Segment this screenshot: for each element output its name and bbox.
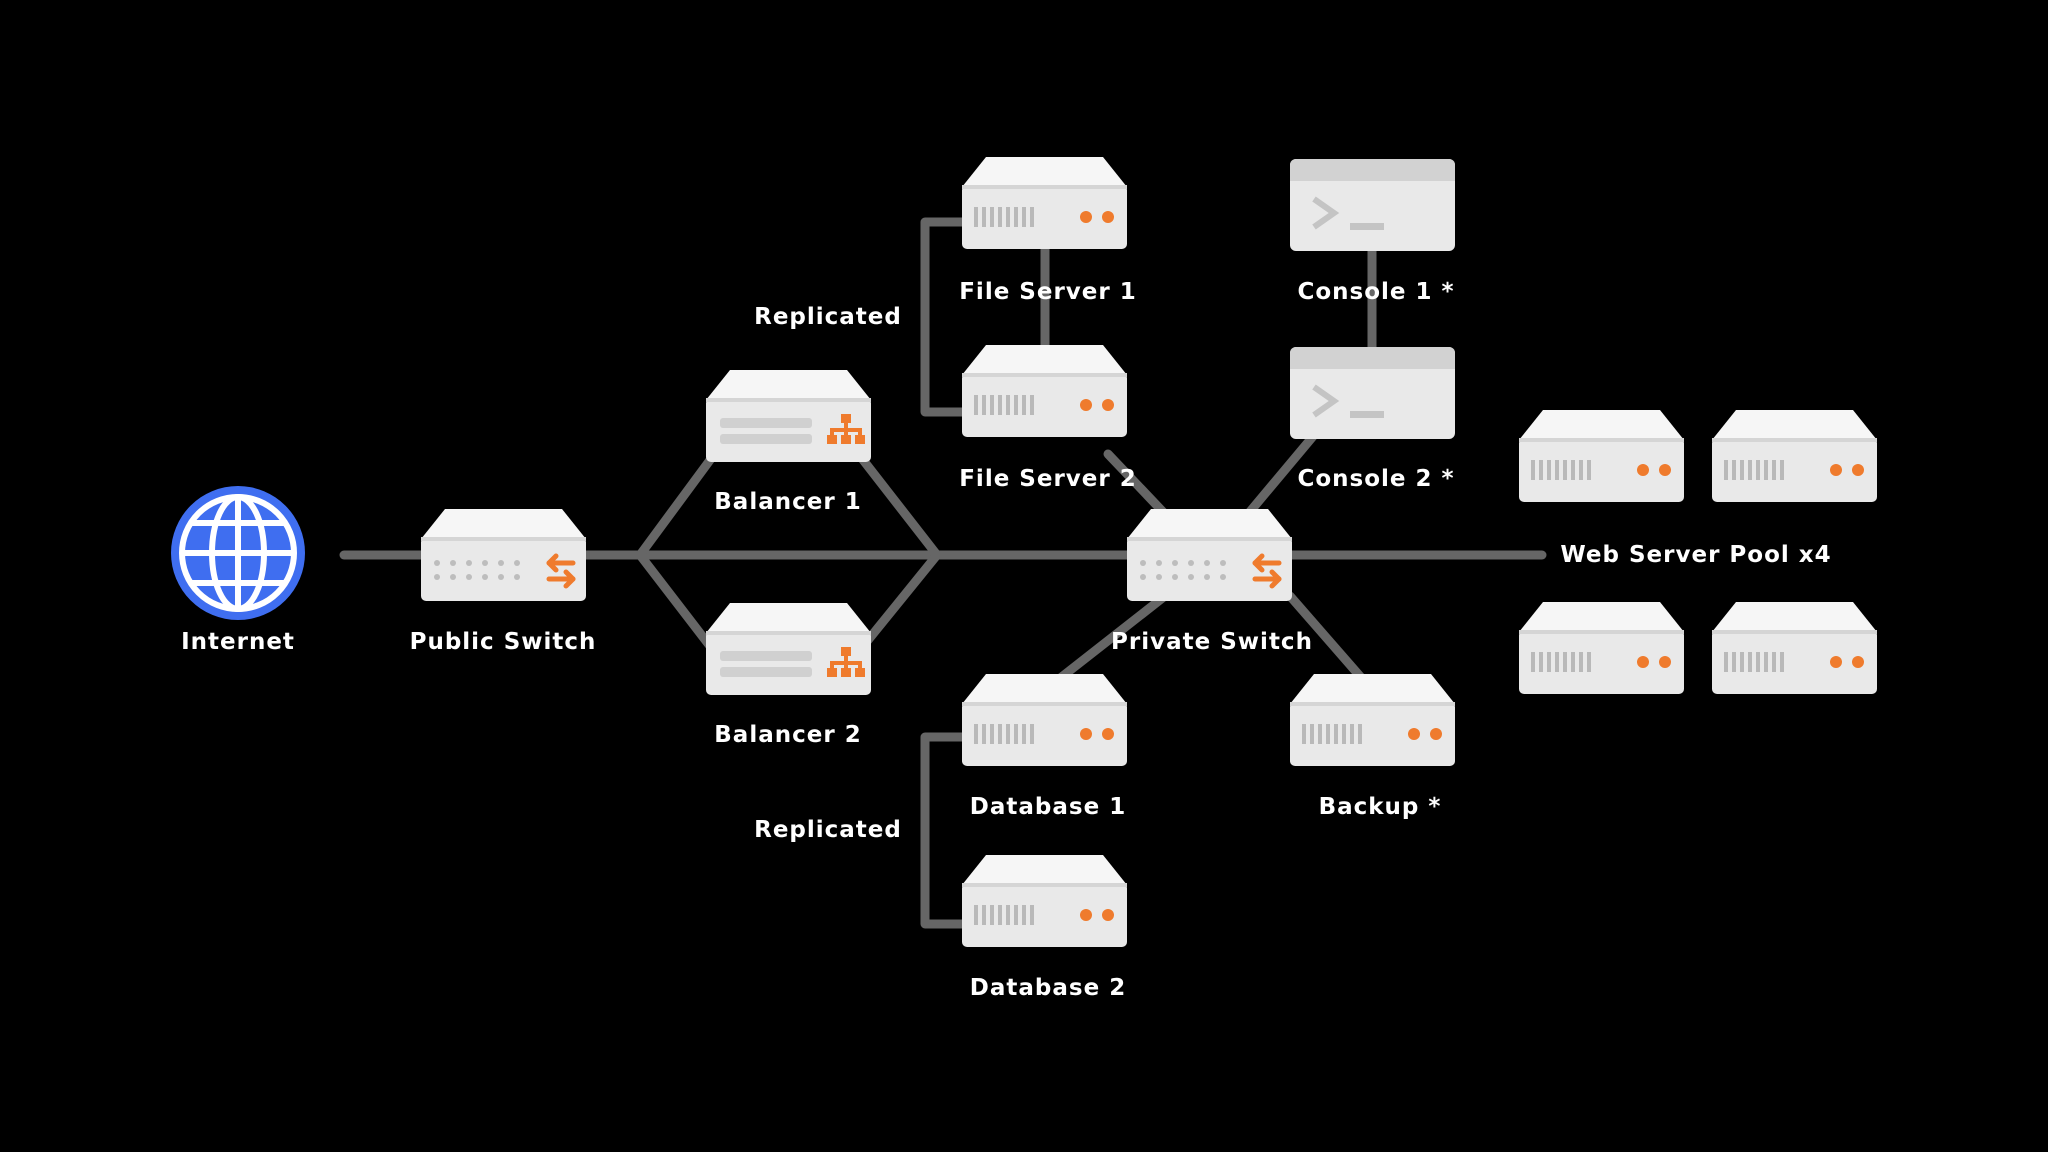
- private-switch-label: Private Switch: [1111, 629, 1313, 655]
- server-icon: [962, 157, 1127, 249]
- server-icon: [962, 674, 1127, 766]
- replicated-bottom-annotation: Replicated: [754, 817, 902, 843]
- load-balancer-icon: [706, 603, 871, 695]
- database-1-label: Database 1: [970, 794, 1126, 820]
- balancer-1-node[interactable]: Balancer 1: [706, 370, 871, 515]
- balancer-2-node[interactable]: Balancer 2: [706, 603, 871, 748]
- file-server-2-label: File Server 2: [959, 466, 1137, 492]
- server-icon: [1712, 410, 1877, 502]
- balancer-1-label: Balancer 1: [714, 489, 861, 515]
- file-server-1-label: File Server 1: [959, 279, 1137, 305]
- globe-icon: [171, 486, 305, 620]
- file-server-1-node[interactable]: File Server 1: [959, 157, 1137, 305]
- server-icon: [1519, 602, 1684, 694]
- server-icon: [962, 855, 1127, 947]
- web-server-pool-label: Web Server Pool x4: [1560, 542, 1831, 568]
- database-1-node[interactable]: Database 1: [962, 674, 1127, 820]
- public-switch-node[interactable]: Public Switch: [410, 509, 597, 655]
- console-2-label: Console 2 *: [1297, 466, 1454, 492]
- terminal-icon: [1290, 159, 1455, 251]
- console-1-node[interactable]: Console 1 *: [1290, 159, 1455, 305]
- web-server-pool[interactable]: Web Server Pool x4: [1519, 410, 1877, 694]
- server-icon: [1519, 410, 1684, 502]
- file-server-2-node[interactable]: File Server 2: [959, 345, 1137, 492]
- public-switch-label: Public Switch: [410, 629, 597, 655]
- internet-node[interactable]: Internet: [171, 486, 305, 655]
- load-balancer-icon: [706, 370, 871, 462]
- switch-icon: [421, 509, 586, 601]
- backup-node[interactable]: Backup *: [1290, 674, 1455, 820]
- internet-label: Internet: [181, 629, 295, 655]
- private-switch-node[interactable]: Private Switch: [1111, 509, 1313, 655]
- switch-icon: [1127, 509, 1292, 601]
- server-icon: [962, 345, 1127, 437]
- server-icon: [1712, 602, 1877, 694]
- terminal-icon: [1290, 347, 1455, 439]
- connection-lines: [339, 215, 1547, 929]
- database-2-node[interactable]: Database 2: [962, 855, 1127, 1001]
- console-1-label: Console 1 *: [1297, 279, 1454, 305]
- replicated-top-annotation: Replicated: [754, 304, 902, 330]
- console-2-node[interactable]: Console 2 *: [1290, 347, 1455, 492]
- balancer-2-label: Balancer 2: [714, 722, 861, 748]
- backup-label: Backup *: [1319, 794, 1442, 820]
- server-icon: [1290, 674, 1455, 766]
- database-2-label: Database 2: [970, 975, 1126, 1001]
